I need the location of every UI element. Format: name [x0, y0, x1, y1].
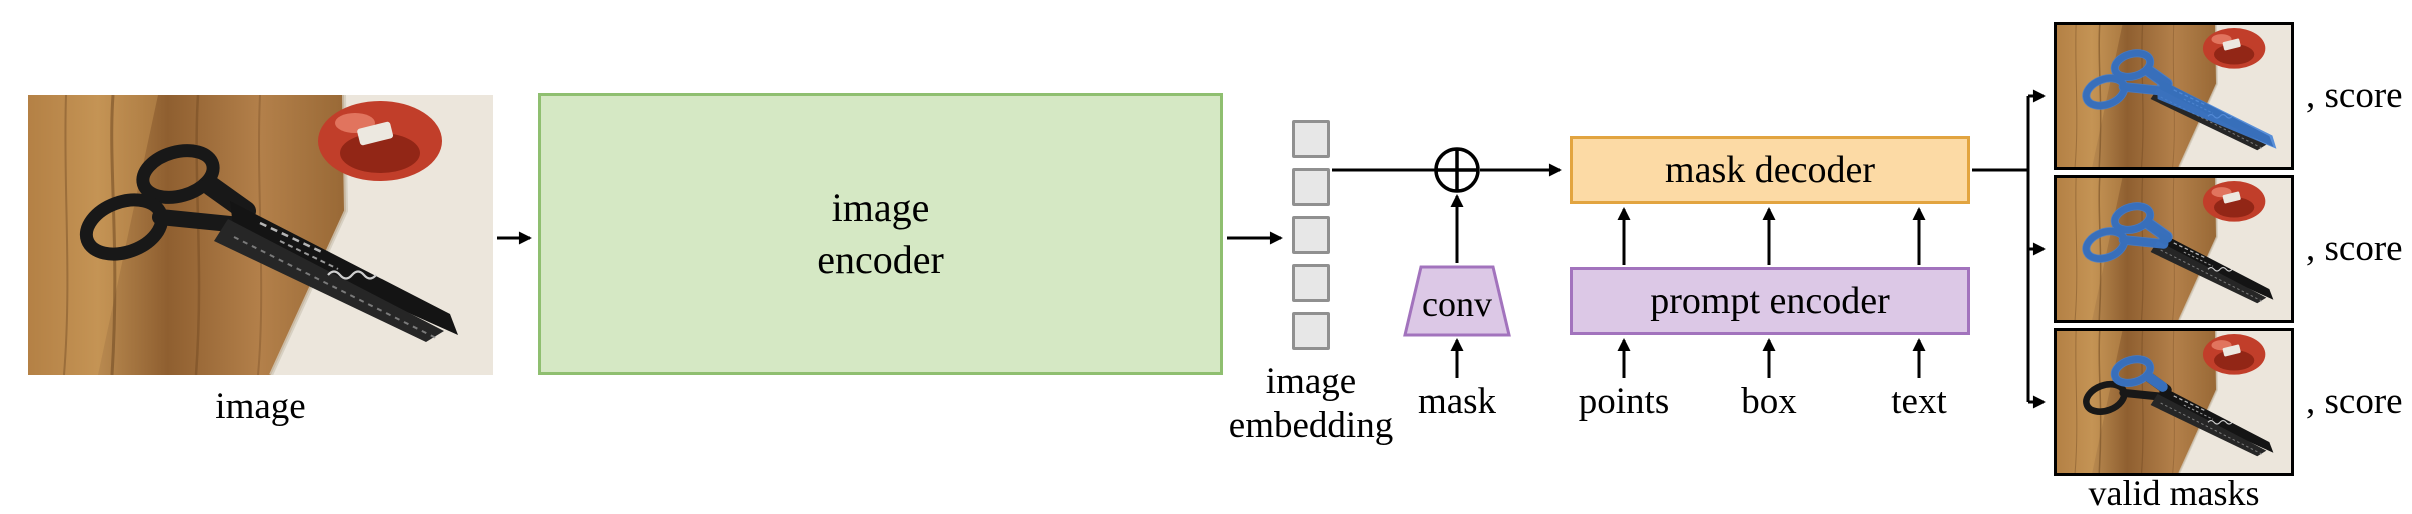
input-box-label: box	[1741, 381, 1797, 422]
image-embedding-token	[1292, 264, 1330, 302]
image-embedding-label: image embedding	[1228, 361, 1394, 446]
conv-label: conv	[1422, 284, 1492, 324]
score-label-3: , score	[2306, 381, 2403, 422]
input-points-label: points	[1578, 381, 1670, 422]
mask-decoder-label: mask decoder	[1665, 149, 1875, 191]
input-image-label: image	[215, 386, 306, 427]
valid-mask-thumbnail-1	[2054, 22, 2294, 170]
elementwise-add-icon	[1434, 147, 1480, 193]
score-label-2: , score	[2306, 228, 2403, 269]
image-embedding-token	[1292, 312, 1330, 350]
image-embedding-token	[1292, 216, 1330, 254]
prompt-encoder-label: prompt encoder	[1650, 280, 1890, 322]
valid-mask-thumbnail-2	[2054, 175, 2294, 323]
prompt-encoder-box: prompt encoder	[1570, 267, 1970, 335]
input-text-label: text	[1891, 381, 1947, 422]
valid-masks-label: valid masks	[2088, 473, 2260, 513]
mask-decoder-box: mask decoder	[1570, 136, 1970, 204]
image-embedding-token	[1292, 120, 1330, 158]
image-encoder-label: image encoder	[817, 185, 944, 282]
image-embedding-token	[1292, 168, 1330, 206]
input-image	[28, 95, 493, 375]
valid-mask-thumbnail-3	[2054, 328, 2294, 476]
image-encoder-box: image encoder	[538, 93, 1223, 375]
input-mask-label: mask	[1417, 381, 1497, 422]
score-label-1: , score	[2306, 75, 2403, 116]
